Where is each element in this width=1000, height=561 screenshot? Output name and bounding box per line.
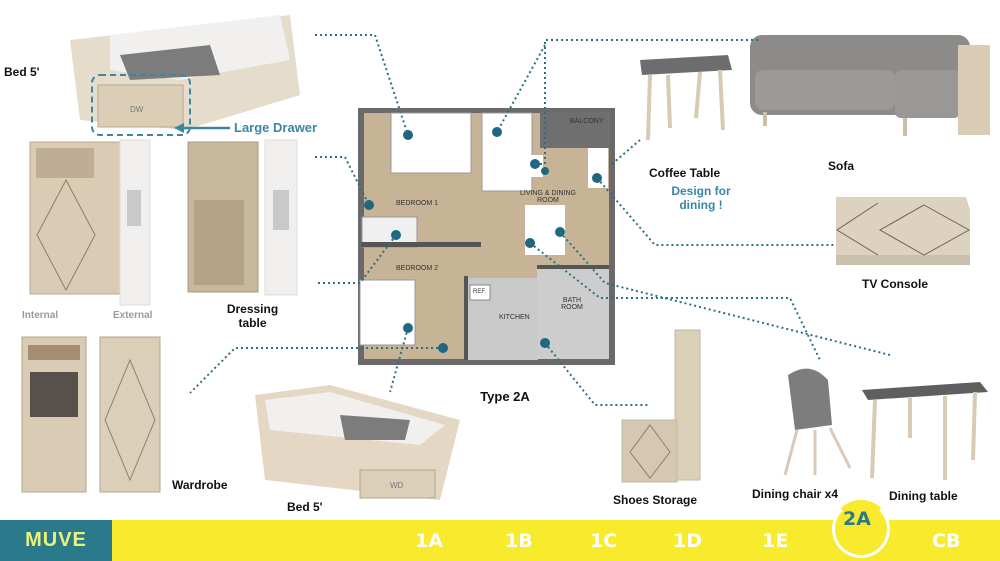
tab-1a[interactable]: 1A bbox=[415, 530, 443, 552]
room-bedroom1: BEDROOM 1 bbox=[396, 200, 439, 207]
tab-1d[interactable]: 1D bbox=[673, 530, 702, 552]
room-balcony: BALCONY bbox=[570, 118, 604, 125]
label-bed-top: Bed 5' bbox=[4, 65, 40, 79]
room-kitchen: KITCHEN bbox=[499, 314, 530, 321]
label-sofa: Sofa bbox=[828, 159, 855, 173]
label-external: External bbox=[113, 310, 153, 321]
design-note: Design for dining ! bbox=[671, 184, 731, 212]
wardrobe-dressing-internal-image bbox=[29, 139, 298, 306]
muve-logo: MUVE bbox=[0, 520, 112, 561]
label-bed-bottom: Bed 5' bbox=[287, 500, 323, 514]
label-dressing-table: Dressing table bbox=[226, 302, 279, 330]
label-wardrobe: Wardrobe bbox=[172, 478, 228, 492]
tab-1c[interactable]: 1C bbox=[590, 530, 618, 552]
label-internal: Internal bbox=[22, 310, 59, 321]
label-dining-table: Dining table bbox=[889, 489, 958, 503]
room-bathroom: BATH ROOM bbox=[561, 297, 583, 311]
room-bedroom2: BEDROOM 2 bbox=[396, 265, 439, 272]
tab-1b[interactable]: 1B bbox=[505, 530, 533, 552]
room-living: LIVING & DINING ROOM bbox=[519, 190, 576, 204]
shoes-storage-image bbox=[621, 329, 701, 483]
label-dining-chair: Dining chair x4 bbox=[752, 487, 839, 501]
tab-2a[interactable]: 2A bbox=[843, 508, 871, 530]
dining-table-image bbox=[862, 382, 988, 480]
active-tab-indicator bbox=[832, 500, 890, 558]
wardrobe-image bbox=[21, 336, 161, 493]
svg-text:DW: DW bbox=[130, 105, 144, 114]
floorplan-title: Type 2A bbox=[480, 389, 530, 404]
label-tv-console: TV Console bbox=[862, 277, 929, 291]
tab-1e[interactable]: 1E bbox=[762, 530, 789, 552]
unit-type-nav: MUVE 1A 1B 1C 1D 1E 2A CB bbox=[0, 500, 1000, 561]
svg-text:WD: WD bbox=[390, 481, 404, 490]
sofa-image bbox=[750, 35, 990, 136]
room-ref: REF. bbox=[473, 289, 487, 295]
tab-cb[interactable]: CB bbox=[932, 530, 961, 552]
tv-console-image bbox=[836, 197, 971, 265]
dining-chair-image bbox=[783, 368, 852, 476]
label-coffee-table: Coffee Table bbox=[649, 166, 721, 180]
bed-top-image: DW bbox=[70, 15, 300, 136]
label-shoes-storage: Shoes Storage bbox=[613, 493, 698, 507]
label-large-drawer: Large Drawer bbox=[234, 120, 318, 135]
coffee-table-image bbox=[640, 55, 732, 141]
bed-bottom-image: WD bbox=[255, 385, 460, 500]
